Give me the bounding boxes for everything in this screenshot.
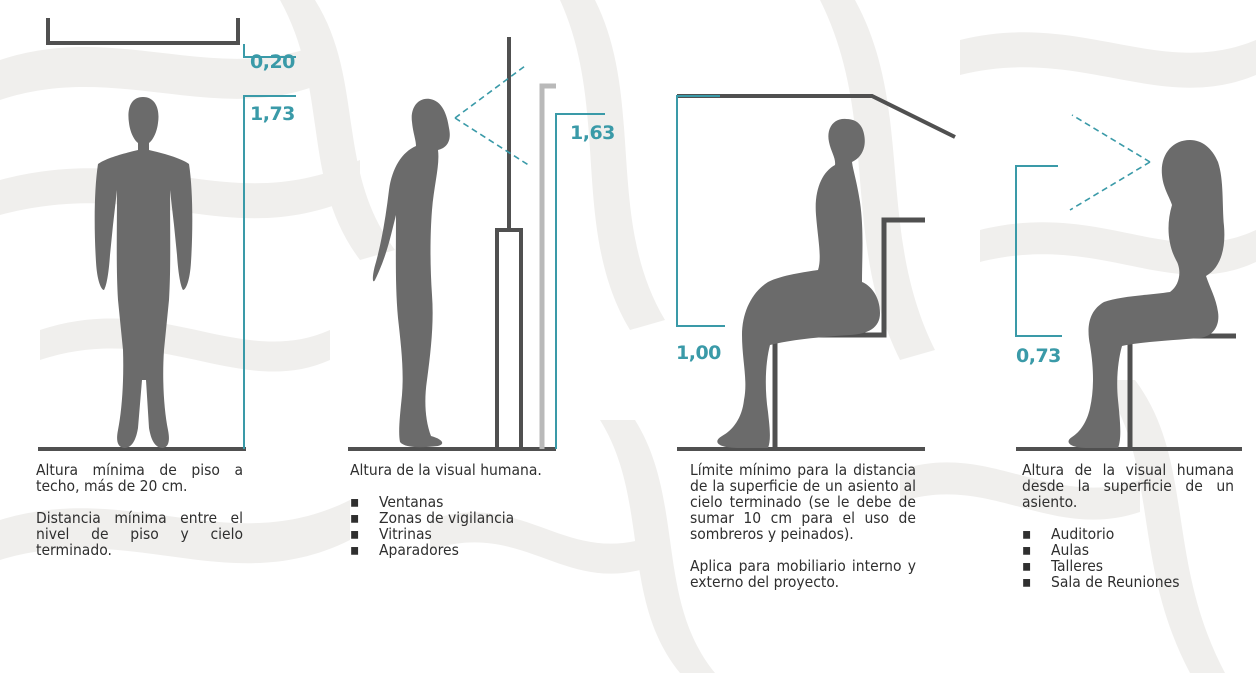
standing-human-side-silhouette — [372, 98, 450, 448]
ceiling-line — [46, 18, 240, 45]
list-item: ▪Sala de Reuniones — [1022, 573, 1180, 591]
bullet-icon: ▪ — [1022, 557, 1032, 575]
panel3-drawing — [676, 94, 956, 451]
bullet-icon: ▪ — [1022, 573, 1032, 591]
light-post — [539, 83, 556, 449]
list-item: ▪Zonas de vigilancia — [350, 509, 515, 527]
bullet-icon: ▪ — [350, 493, 360, 511]
list-item: ▪Ventanas — [350, 493, 444, 511]
panel4-drawing — [1015, 114, 1242, 451]
panel4-caption: Altura de la visual humana desde la supe… — [1022, 462, 1234, 590]
caption-paragraph: Aplica para mobiliario interno y externo… — [690, 557, 916, 591]
list-item: ▪Auditorio — [1022, 525, 1115, 543]
bullet-icon: ▪ — [350, 525, 360, 543]
caption-paragraph: Altura de la visual humana. — [350, 461, 542, 479]
dimension-bracket — [676, 95, 725, 327]
panel2-drawing — [348, 37, 605, 451]
dimension-label-1-00: 1,00 — [676, 342, 721, 364]
caption-paragraph: Altura de la visual humana desde la supe… — [1022, 461, 1234, 511]
bullet-icon: ▪ — [350, 509, 360, 527]
panel3-caption: Límite mínimo para la distancia de la su… — [690, 462, 916, 606]
list-item: ▪Aulas — [1022, 541, 1090, 559]
seated-woman-silhouette — [1068, 140, 1225, 448]
list-item: ▪Vitrinas — [350, 525, 432, 543]
caption-paragraph: Altura mínima de piso a techo, más de 20… — [36, 461, 243, 495]
window-frame — [495, 228, 523, 451]
dimension-label-1-63: 1,63 — [570, 122, 615, 144]
bullet-icon: ▪ — [1022, 525, 1032, 543]
chair — [772, 217, 925, 449]
panel1-drawing — [38, 18, 296, 451]
bullet-list: ▪Ventanas ▪Zonas de vigilancia ▪Vitrinas… — [350, 494, 557, 558]
dimension-bracket — [555, 113, 605, 449]
dimension-bracket — [1015, 165, 1062, 337]
bullet-list: ▪Auditorio ▪Aulas ▪Talleres ▪Sala de Reu… — [1022, 526, 1234, 590]
sight-line-upper — [454, 65, 526, 119]
dimension-bracket-bottom — [243, 95, 296, 449]
dimension-label-0-20: 0,20 — [250, 51, 295, 73]
sight-line-lower — [1069, 161, 1151, 211]
panel2-caption: Altura de la visual humana. ▪Ventanas ▪Z… — [350, 462, 557, 558]
list-item: ▪Aparadores — [350, 541, 459, 559]
bullet-icon: ▪ — [1022, 541, 1032, 559]
dimension-label-0-73: 0,73 — [1016, 345, 1061, 367]
dimension-label-1-73: 1,73 — [250, 103, 295, 125]
list-item: ▪Talleres — [1022, 557, 1104, 575]
seated-human-silhouette — [717, 118, 880, 448]
slanted-ceiling — [677, 94, 956, 139]
chair — [1127, 333, 1236, 449]
caption-paragraph: Distancia mínima entre el nivel de piso … — [36, 509, 243, 559]
dimension-bracket-top — [243, 44, 296, 58]
bullet-icon: ▪ — [350, 541, 360, 559]
sight-line-lower — [454, 117, 531, 167]
caption-paragraph: Límite mínimo para la distancia de la su… — [690, 461, 916, 543]
sight-line-upper — [1071, 114, 1151, 163]
standing-human-front-silhouette — [94, 97, 193, 448]
panel1-caption: Altura mínima de piso a techo, más de 20… — [36, 462, 243, 574]
